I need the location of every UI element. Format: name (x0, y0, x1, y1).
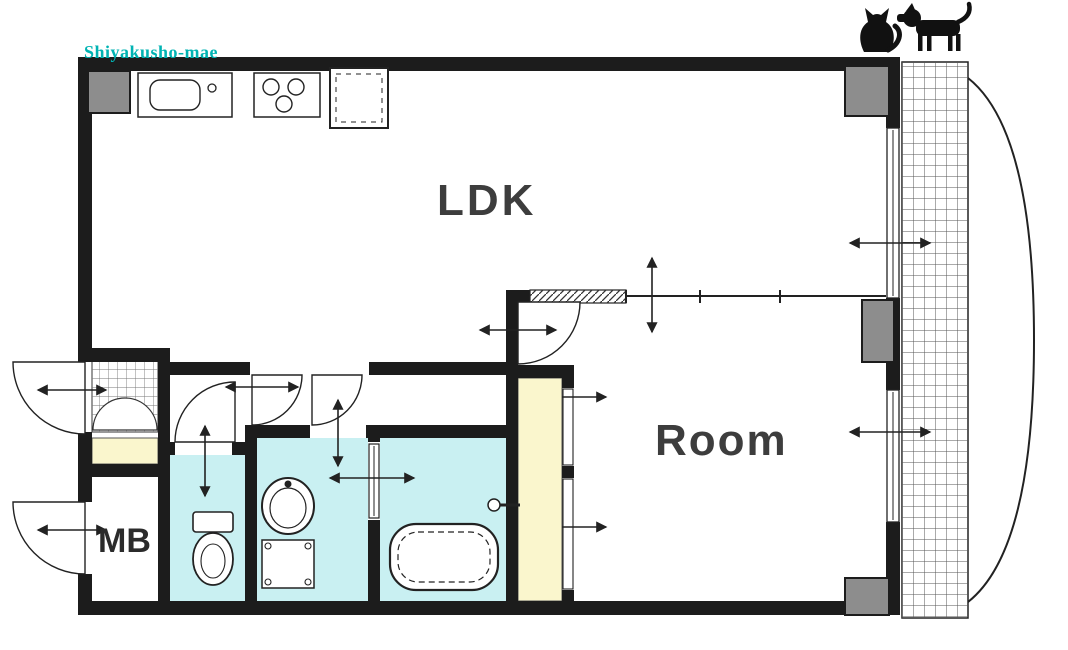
wall-closet-right-b (562, 466, 574, 478)
mb-door-arc (12, 501, 86, 575)
washroom-fixtures (261, 477, 315, 589)
washing-machine-pan-icon (261, 539, 315, 589)
hatched-wall (530, 290, 626, 303)
corridor-door-arc (517, 301, 581, 365)
wall-closet-right-c (562, 590, 574, 601)
balcony (901, 61, 1036, 619)
meter-box-label: MB (98, 522, 151, 560)
toilet-fixtures (192, 511, 234, 586)
wall-bath-top (366, 425, 510, 438)
wall-left-lower (78, 574, 92, 615)
entrance-door-arc (12, 361, 86, 435)
shoe-cabinet (91, 437, 159, 465)
wall-washroom-bath-lower (368, 520, 380, 601)
pillar-top-left (87, 70, 131, 114)
stove-unit (253, 72, 321, 118)
faucet-icon (207, 83, 217, 93)
wall-room-top-solid (506, 290, 530, 303)
room-partition (529, 289, 886, 304)
wall-mb-top (78, 464, 170, 477)
washbasin-icon (261, 477, 315, 535)
entrance-step-arc (92, 397, 158, 431)
bathtub-icon (388, 522, 500, 592)
wall-hall-top-right (369, 362, 510, 375)
closet-door-lower (562, 478, 574, 590)
pillar-bottom-right (844, 577, 890, 616)
closet (517, 377, 563, 602)
station-name-label: Shiyakusho-mae (84, 42, 219, 62)
wall-closet-right-a (562, 378, 574, 388)
wall-top (78, 57, 900, 71)
washroom-door-arc (311, 374, 363, 426)
wall-hall-top-left (158, 362, 250, 375)
wall-corridor-left (506, 290, 518, 601)
pillar-top-right (844, 65, 890, 117)
entrance (91, 357, 159, 433)
ldk-room-label: LDK (437, 176, 537, 225)
refrigerator-icon (329, 67, 389, 129)
bathroom-fixtures (388, 498, 520, 592)
track-ticks (625, 290, 781, 303)
balcony-curved-edge (967, 77, 1036, 603)
stove-burners-icon (262, 78, 280, 96)
kitchen-sink-icon (149, 79, 201, 111)
pillar-right-middle (861, 299, 895, 363)
hall-door-arc (251, 374, 303, 426)
dog-icon (897, 1, 972, 51)
toilet-icon (192, 511, 234, 533)
closet-door-upper (562, 388, 574, 466)
opening-arrows (36, 237, 932, 536)
kitchen (137, 67, 389, 129)
windows (886, 127, 900, 523)
wall-washroom-bath-upper (368, 425, 380, 442)
wall-entrance-top (78, 348, 170, 362)
cat-icon (860, 8, 902, 53)
wall-toilet-washroom (245, 425, 257, 601)
pillars (87, 65, 895, 616)
wall-closet-top (506, 365, 574, 378)
wall-washroom-top-left (250, 425, 310, 438)
bedroom-label: Room (655, 416, 788, 465)
wall-left-upper (78, 57, 92, 360)
wall-bottom (78, 601, 900, 615)
